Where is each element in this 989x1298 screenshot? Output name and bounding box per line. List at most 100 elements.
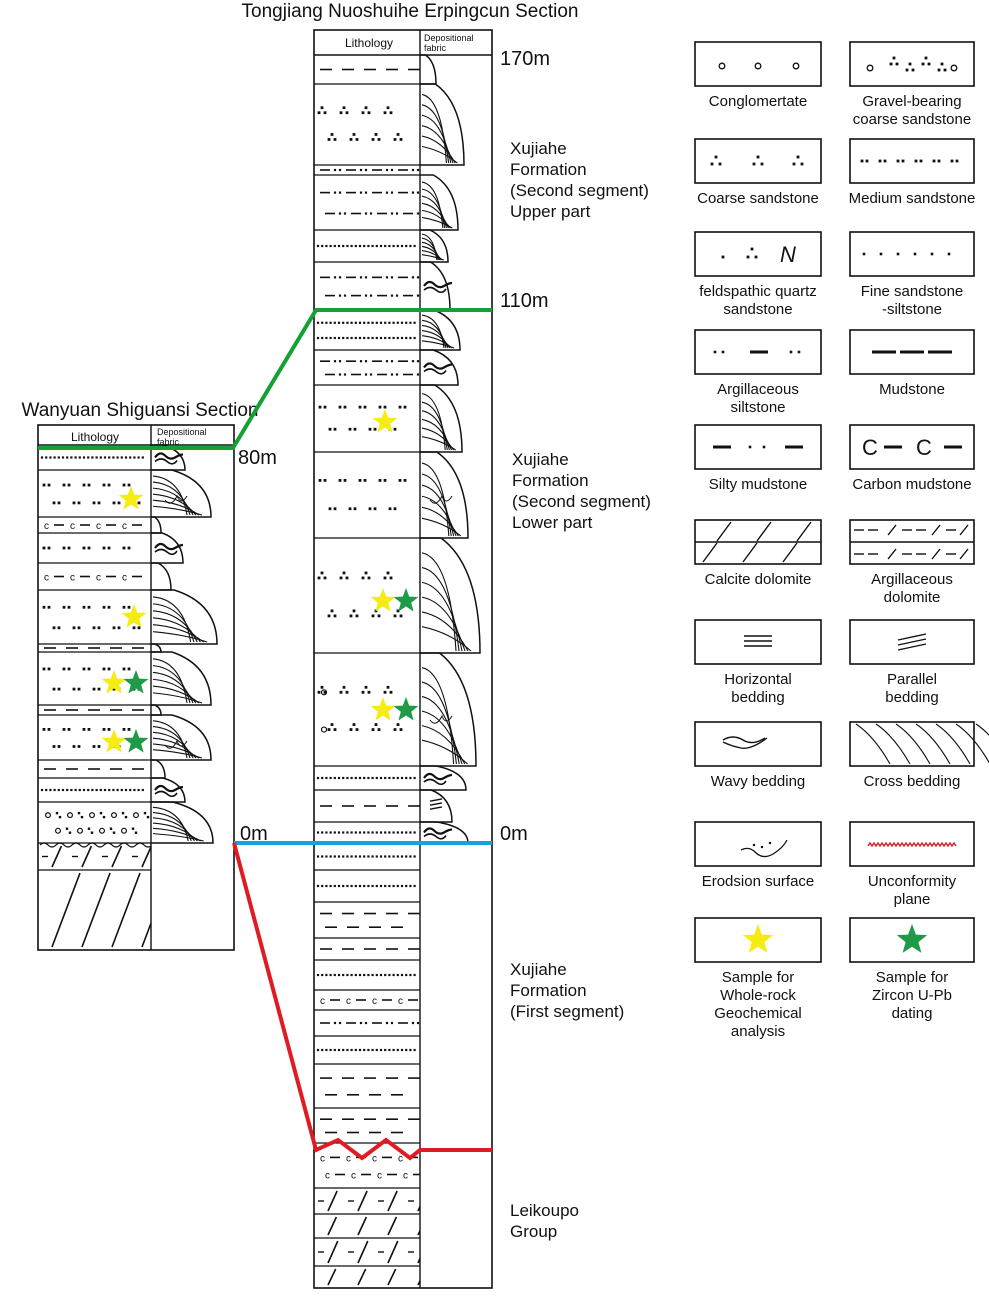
svg-text:Geochemical: Geochemical (714, 1005, 802, 1022)
svg-text:Carbon mudstone: Carbon mudstone (852, 476, 971, 493)
svg-text:c: c (122, 573, 127, 584)
formation-label: Lower part (512, 513, 593, 532)
svg-text:c: c (372, 1153, 377, 1164)
svg-text:c: c (346, 1153, 351, 1164)
formation-label: Formation (510, 981, 587, 1000)
tongjiang-lithology-header: Lithology (345, 36, 393, 50)
svg-text:c: c (122, 521, 127, 532)
tongjiang-depth-170m: 170m (500, 48, 550, 70)
svg-text:Argillaceous: Argillaceous (717, 381, 799, 398)
whole-rock-sample-star (101, 729, 127, 753)
zircon-sample-star (123, 729, 149, 753)
legend-item-conglomerate: Conglomertate (694, 41, 822, 110)
tongjiang-depth-110m: 110m (500, 290, 549, 312)
svg-text:c: c (96, 521, 101, 532)
svg-text:Sample for: Sample for (722, 969, 795, 986)
tongjiang-section-title: Tongjiang Nuoshuihe Erpingcun Section (242, 1, 579, 22)
svg-text:coarse sandstone: coarse sandstone (853, 111, 971, 128)
svg-text:Gravel-bearing: Gravel-bearing (862, 93, 961, 110)
legend-whole-rock-star (742, 924, 774, 953)
svg-text:c: c (398, 996, 403, 1007)
formation-label: Upper part (510, 202, 591, 221)
svg-text:Unconformity: Unconformity (868, 873, 957, 890)
svg-text:Medium sandstone: Medium sandstone (849, 190, 976, 207)
svg-text:dating: dating (892, 1005, 933, 1022)
wanyuan-depth-0m: 0m (240, 823, 268, 845)
svg-text:Calcite dolomite: Calcite dolomite (705, 571, 812, 588)
wanyuan-fabric-header-line1: Depositional (157, 427, 207, 437)
formation-label: (First segment) (510, 1002, 624, 1021)
legend-item-cross-bedding: Cross bedding (849, 721, 989, 790)
svg-text:Silty mudstone: Silty mudstone (709, 476, 807, 493)
legend-item-medium-sandstone: Medium sandstone (849, 138, 976, 207)
formation-label: Group (510, 1222, 557, 1241)
formation-label: (Second segment) (512, 492, 651, 511)
legend-item-mudstone: Mudstone (849, 329, 975, 398)
svg-text:Cross bedding: Cross bedding (864, 773, 961, 790)
wanyuan-column-frame (37, 424, 235, 951)
whole-rock-sample-star (118, 486, 144, 510)
whole-rock-sample-star (370, 697, 396, 721)
svg-text:c: c (70, 573, 75, 584)
svg-text:Erodsion surface: Erodsion surface (702, 873, 815, 890)
svg-text:bedding: bedding (731, 689, 784, 706)
svg-text:-siltstone: -siltstone (882, 301, 942, 318)
legend-zircon-star (896, 924, 928, 953)
tongjiang-fabric-header-line1: Depositional (424, 33, 474, 43)
svg-text:C: C (862, 435, 878, 460)
wanyuan-section-title: Wanyuan Shiguansi Section (22, 400, 259, 421)
svg-text:Argillaceous: Argillaceous (871, 571, 953, 588)
formation-label: (Second segment) (510, 181, 649, 200)
zircon-sample-star (393, 697, 419, 721)
svg-text:c: c (96, 573, 101, 584)
correlation-line-green (38, 308, 492, 450)
zircon-sample-star (393, 588, 419, 612)
svg-text:sandstone: sandstone (723, 301, 792, 318)
svg-text:c: c (44, 573, 49, 584)
whole-rock-sample-star (121, 604, 147, 628)
svg-text:analysis: analysis (731, 1023, 785, 1040)
wanyuan-fabric-header-line2: fabric (157, 437, 180, 447)
formation-label: Xujiahe (510, 960, 567, 979)
svg-text:c: c (403, 1171, 408, 1182)
svg-text:c: c (377, 1171, 382, 1182)
svg-text:c: c (398, 1153, 403, 1164)
legend-item-erosion-surface: Erodsion surface (694, 821, 822, 890)
svg-text:Fine sandstone: Fine sandstone (861, 283, 964, 300)
sample-markers (101, 409, 419, 753)
svg-text:c: c (351, 1171, 356, 1182)
svg-text:c: c (346, 996, 351, 1007)
whole-rock-sample-star (101, 670, 127, 694)
svg-text:c: c (320, 996, 325, 1007)
svg-text:c: c (44, 521, 49, 532)
tongjiang-depth-0m: 0m (500, 823, 528, 845)
legend-item-wavy-bedding: Wavy bedding (694, 721, 822, 790)
svg-text:c: c (325, 1171, 330, 1182)
svg-text:Whole-rock: Whole-rock (720, 987, 796, 1004)
svg-text:Wavy bedding: Wavy bedding (711, 773, 806, 790)
whole-rock-sample-star (372, 409, 398, 433)
svg-text:plane: plane (894, 891, 931, 908)
correlation-line-red (232, 842, 492, 1161)
svg-text:bedding: bedding (885, 689, 938, 706)
svg-text:Sample for: Sample for (876, 969, 949, 986)
svg-text:Conglomertate: Conglomertate (709, 93, 807, 110)
whole-rock-sample-star (370, 588, 396, 612)
correlation-lines (38, 308, 492, 1161)
tongjiang-fabric-header-line2: fabric (424, 43, 447, 53)
wanyuan-lithology-header: Lithology (71, 430, 119, 444)
